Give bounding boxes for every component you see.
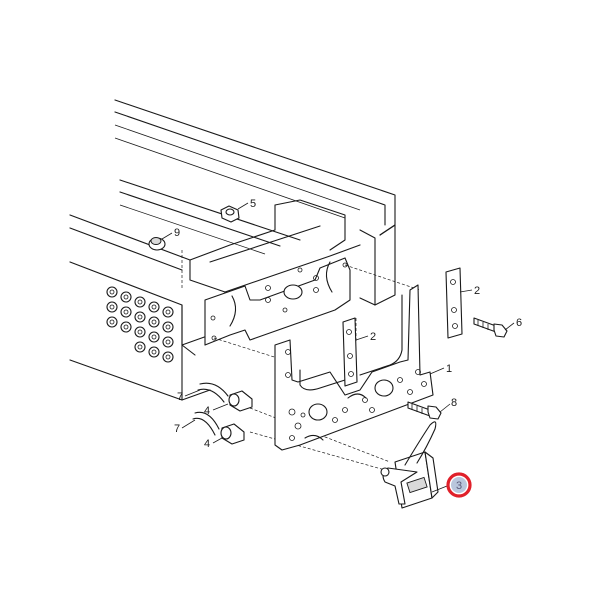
part-6-bolt [473, 317, 508, 338]
frame-side-box [69, 214, 246, 401]
highlighted-callout-3[interactable]: 3 [446, 472, 472, 498]
part-7-hose-upper [197, 382, 229, 403]
callout-7-lower: 7 [174, 423, 180, 435]
part-3-latch [380, 421, 439, 509]
part-4-fitting-upper [228, 390, 253, 412]
part-7-hose-lower [192, 411, 220, 436]
part-9-grommet [148, 237, 166, 251]
part-5-nut [220, 205, 240, 223]
callout-labels: 5 9 2 2 6 1 8 7 7 4 4 [174, 198, 522, 450]
callout-4-upper: 4 [204, 405, 210, 417]
callout-2-right: 2 [474, 285, 480, 297]
callout-9: 9 [174, 227, 180, 239]
part-1-mounting-plate [274, 284, 434, 451]
leader-lines [161, 202, 515, 493]
callout-7-upper: 7 [177, 391, 183, 403]
frame-rail-upper [114, 99, 396, 306]
callout-6: 6 [516, 317, 522, 329]
callout-3: 3 [456, 480, 462, 492]
center-bracket [204, 257, 351, 346]
callout-1: 1 [446, 363, 452, 375]
part-2-strap-middle [342, 317, 358, 387]
callout-4-lower: 4 [204, 438, 210, 450]
highlight-fill [451, 477, 467, 493]
part-8-bolt [407, 401, 442, 420]
highlight-ring [446, 472, 472, 498]
bolt-pattern [106, 286, 174, 363]
part-2-strap-right [445, 267, 463, 339]
callout-2-middle: 2 [370, 331, 376, 343]
callout-5: 5 [250, 198, 256, 210]
callout-8: 8 [451, 397, 457, 409]
part-4-fitting-lower [220, 423, 245, 445]
